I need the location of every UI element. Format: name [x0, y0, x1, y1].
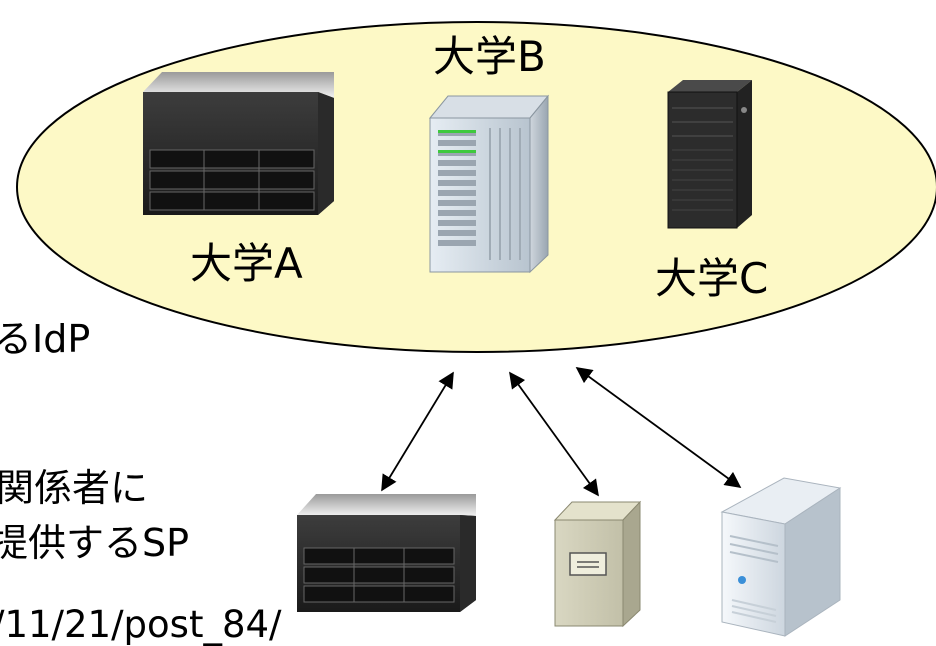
black-tower-server-icon [667, 80, 752, 229]
university-a-label: 大学A [190, 239, 303, 288]
url-text: /11/21/post_84/ [0, 603, 282, 646]
white-tower-server-icon [720, 477, 842, 637]
tower-server-icon [428, 94, 550, 274]
arrow-idp-sp2 [509, 371, 599, 497]
rack-server-icon [143, 72, 334, 215]
arrows [381, 367, 742, 497]
sp-text-line1: 関係者に [0, 466, 149, 510]
university-b-label: 大学B [433, 32, 546, 81]
arrow-idp-sp1 [381, 371, 454, 492]
sp-text-line2: 提供するSP [0, 521, 190, 565]
filing-cabinet-icon [553, 500, 642, 628]
arrow-idp-sp3 [575, 367, 742, 488]
university-c-label: 大学C [655, 254, 769, 303]
idp-text: るIdP [0, 317, 91, 361]
rack-server-icon [297, 494, 476, 612]
